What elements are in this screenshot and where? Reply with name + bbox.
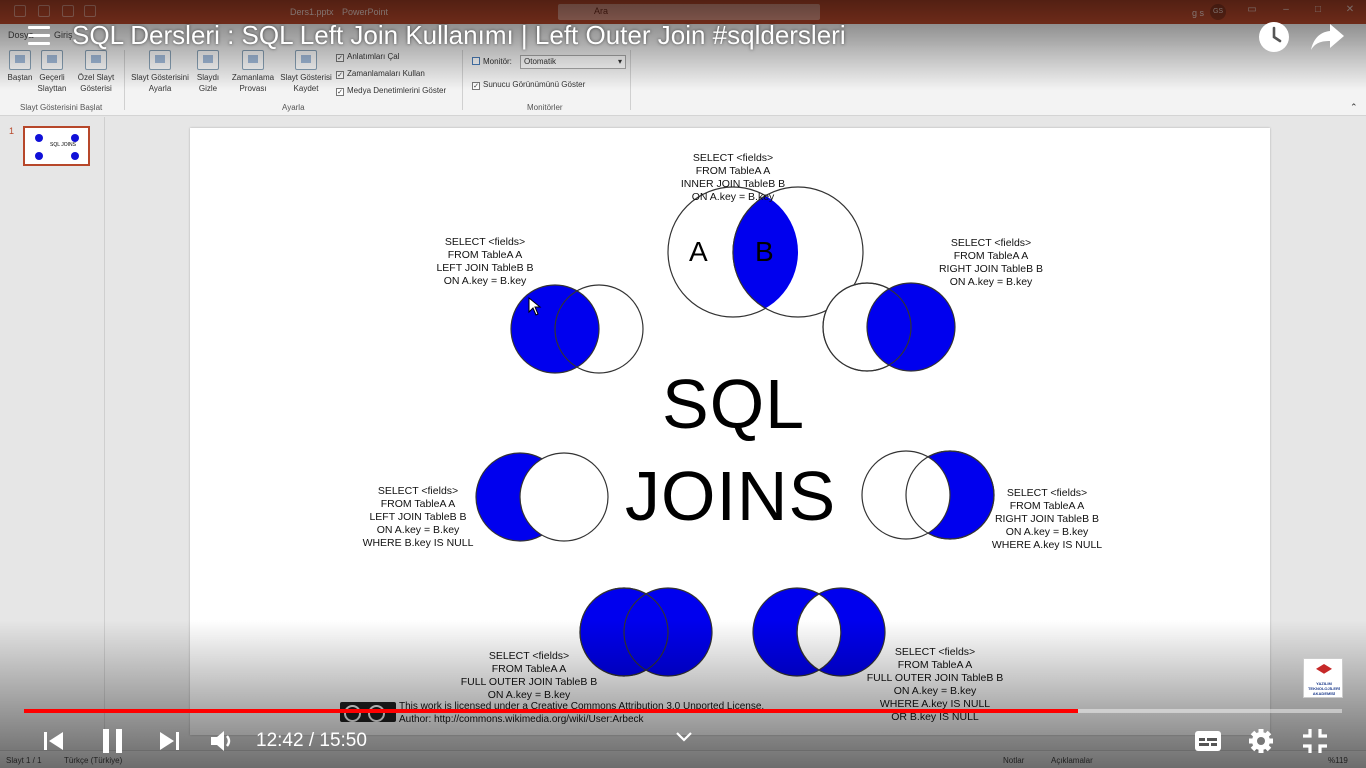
custom-slideshow-icon bbox=[85, 50, 107, 70]
start-slideshow-icon[interactable] bbox=[84, 5, 96, 17]
progress-bar-played bbox=[24, 709, 1079, 713]
channel-logo[interactable]: YAZILIM TEKNOLOJİLERİ AKADEMİSİ bbox=[1303, 658, 1343, 698]
show-media-controls-checkbox[interactable]: ✓Medya Denetimlerini Göster bbox=[336, 86, 447, 96]
mouse-cursor-icon bbox=[528, 296, 542, 316]
slide-thumbnail[interactable]: SQL JOINS bbox=[23, 126, 90, 166]
redo-icon[interactable] bbox=[62, 5, 74, 17]
current-slide-icon bbox=[41, 50, 63, 70]
menu-icon[interactable] bbox=[28, 26, 50, 46]
custom-slideshow-button[interactable]: Özel Slayt Gösterisi bbox=[76, 50, 116, 94]
hide-slide-button[interactable]: Slaydı Gizle bbox=[194, 50, 222, 94]
monitor-select[interactable]: Otomatik ▾ bbox=[520, 55, 626, 69]
thumbnail-number: 1 bbox=[9, 126, 15, 136]
subtitles-icon[interactable] bbox=[1194, 730, 1222, 752]
venn-left-excluding-join bbox=[475, 452, 609, 542]
slide-title-sql: SQL bbox=[662, 365, 806, 443]
progress-bar[interactable] bbox=[24, 709, 1342, 713]
tab-home[interactable]: Giriş bbox=[54, 30, 73, 40]
share-icon[interactable] bbox=[1310, 22, 1346, 52]
venn-right-join bbox=[822, 282, 956, 372]
next-icon[interactable] bbox=[157, 730, 181, 752]
zoom-level[interactable]: %119 bbox=[1328, 756, 1348, 765]
thumbnail-venn bbox=[71, 152, 79, 160]
exit-fullscreen-icon[interactable] bbox=[1302, 728, 1328, 754]
monitor-icon bbox=[472, 57, 480, 65]
venn-label-b: B bbox=[755, 236, 774, 267]
venn-diagrams bbox=[475, 186, 995, 677]
close-icon[interactable]: ✕ bbox=[1345, 4, 1355, 15]
user-name: g s bbox=[1192, 8, 1205, 18]
ribbon-display-icon[interactable]: ▭ bbox=[1247, 4, 1257, 15]
app-name: PowerPoint bbox=[342, 7, 389, 17]
chevron-down-icon[interactable] bbox=[675, 731, 693, 743]
search-input[interactable]: Ara bbox=[558, 4, 820, 20]
watch-later-icon[interactable] bbox=[1257, 20, 1291, 54]
use-timings-checkbox[interactable]: ✓Zamanlamaları Kullan bbox=[336, 69, 425, 79]
venn-right-excluding-join bbox=[861, 450, 995, 540]
rehearse-timings-button[interactable]: Zamanlama Provası bbox=[228, 50, 278, 94]
graduation-cap-icon bbox=[1316, 664, 1332, 674]
presenter-view-checkbox[interactable]: ✓Sunucu Görünümünü Göster bbox=[472, 80, 586, 90]
avatar[interactable]: GS bbox=[1210, 4, 1226, 20]
monitor-label: Monitör: bbox=[472, 57, 512, 66]
play-slideshow-icon bbox=[9, 50, 31, 70]
slide-counter: Slayt 1 / 1 bbox=[6, 756, 42, 765]
maximize-icon[interactable]: □ bbox=[1314, 4, 1322, 15]
record-slideshow-icon bbox=[295, 50, 317, 70]
chevron-down-icon: ▾ bbox=[617, 57, 622, 66]
from-beginning-button[interactable]: Baştan bbox=[5, 50, 35, 83]
pause-icon[interactable] bbox=[100, 727, 126, 755]
setup-slideshow-icon bbox=[149, 50, 171, 70]
ribbon: Baştan Geçerli Slayttan Özel Slayt Göste… bbox=[0, 46, 1366, 116]
record-slideshow-button[interactable]: Slayt Gösterisi Kaydet bbox=[278, 50, 334, 94]
play-narrations-checkbox[interactable]: ✓Anlatımları Çal bbox=[336, 52, 400, 62]
comments-button[interactable]: Açıklamalar bbox=[1051, 756, 1093, 765]
thumbnail-venn bbox=[35, 152, 43, 160]
previous-icon[interactable] bbox=[42, 730, 66, 752]
hide-slide-icon bbox=[197, 50, 219, 70]
group-separator bbox=[630, 50, 631, 110]
thumbnail-venn bbox=[71, 134, 79, 142]
slide-title-joins: JOINS bbox=[625, 457, 837, 535]
license-text: This work is licensed under a Creative C… bbox=[399, 701, 765, 725]
group-separator bbox=[124, 50, 125, 110]
volume-icon[interactable] bbox=[209, 728, 237, 754]
group-label-start: Slayt Gösterisini Başlat bbox=[20, 103, 103, 112]
status-bar: Slayt 1 / 1 Türkçe (Türkiye) Notlar Açık… bbox=[0, 750, 1366, 768]
search-placeholder: Ara bbox=[594, 6, 609, 16]
rehearse-timings-icon bbox=[242, 50, 264, 70]
setup-slideshow-button[interactable]: Slayt Gösterisini Ayarla bbox=[128, 50, 192, 94]
undo-icon[interactable] bbox=[38, 5, 50, 17]
slide-thumbnail-pane: 1 SQL JOINS bbox=[0, 117, 105, 747]
group-label-monitors: Monitörler bbox=[527, 103, 563, 112]
venn-label-a: A bbox=[689, 236, 708, 267]
slide-canvas[interactable]: A B SQL JOINS SELECT <fields>FROM TableA… bbox=[190, 128, 1270, 735]
group-label-setup: Ayarla bbox=[282, 103, 305, 112]
from-current-slide-button[interactable]: Geçerli Slayttan bbox=[36, 50, 68, 94]
venn-inner-join bbox=[667, 186, 864, 318]
language-indicator[interactable]: Türkçe (Türkiye) bbox=[64, 756, 123, 765]
thumbnail-title: SQL JOINS bbox=[50, 142, 76, 148]
save-icon[interactable] bbox=[14, 5, 26, 17]
document-name: Ders1.pptx bbox=[290, 7, 334, 17]
notes-button[interactable]: Notlar bbox=[1003, 756, 1025, 765]
time-display: 12:42 / 15:50 bbox=[256, 730, 367, 751]
thumbnail-venn bbox=[35, 134, 43, 142]
settings-icon[interactable] bbox=[1248, 728, 1274, 754]
video-title[interactable]: SQL Dersleri : SQL Left Join Kullanımı |… bbox=[72, 20, 846, 50]
minimize-icon[interactable]: – bbox=[1283, 4, 1289, 15]
group-separator bbox=[462, 50, 463, 110]
collapse-ribbon-icon[interactable]: ⌃ bbox=[1350, 102, 1358, 112]
